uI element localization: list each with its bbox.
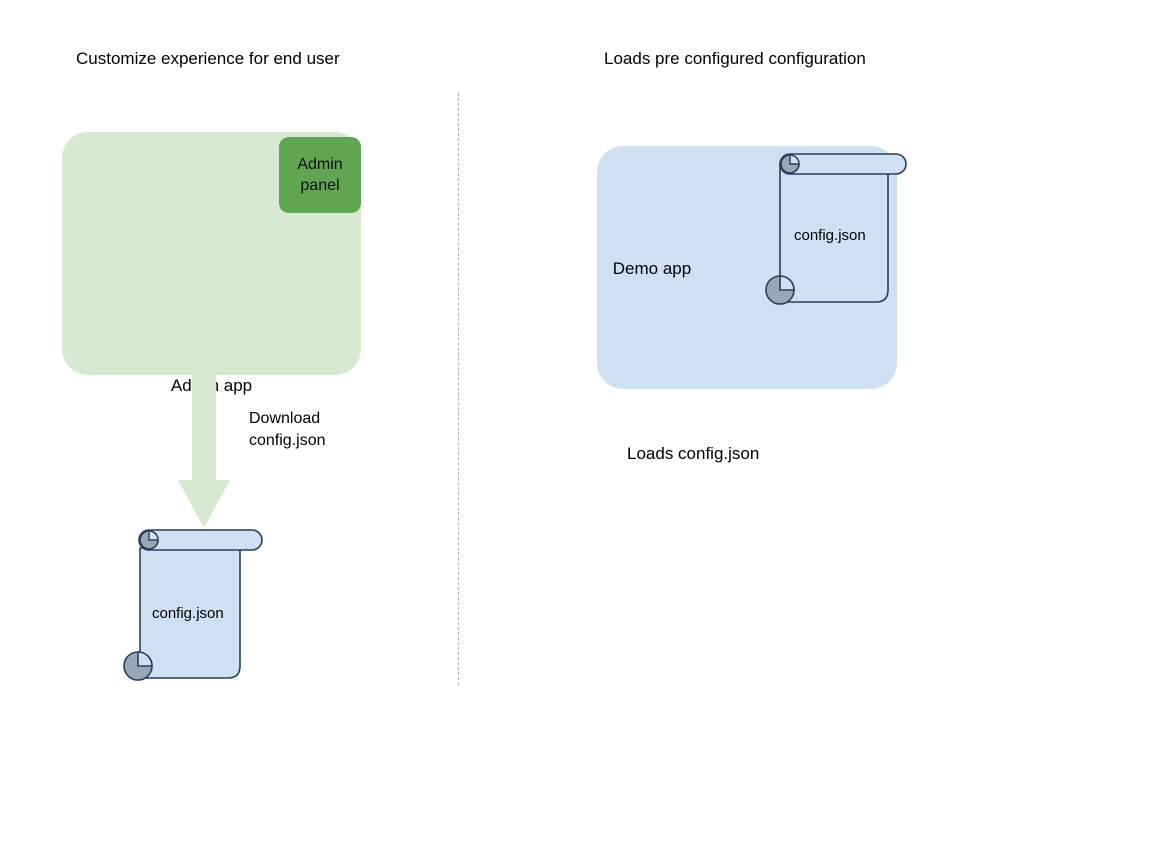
- right-column-heading: Loads pre configured configuration: [604, 49, 866, 68]
- config-json-document-right-label: config.json: [794, 227, 866, 244]
- loads-config-caption: Loads config.json: [627, 444, 760, 463]
- demo-app-label: Demo app: [612, 259, 692, 278]
- config-json-document-left-label: config.json: [152, 605, 224, 622]
- config-json-document-right[interactable]: config.json: [764, 150, 916, 314]
- vertical-dashed-divider-icon: [458, 93, 459, 685]
- arrow-down-icon: [178, 372, 230, 528]
- scroll-document-icon: [765, 153, 907, 305]
- scroll-document-icon: [123, 529, 263, 681]
- left-column-heading: Customize experience for end user: [76, 49, 340, 68]
- config-json-document-left[interactable]: config.json: [116, 526, 268, 690]
